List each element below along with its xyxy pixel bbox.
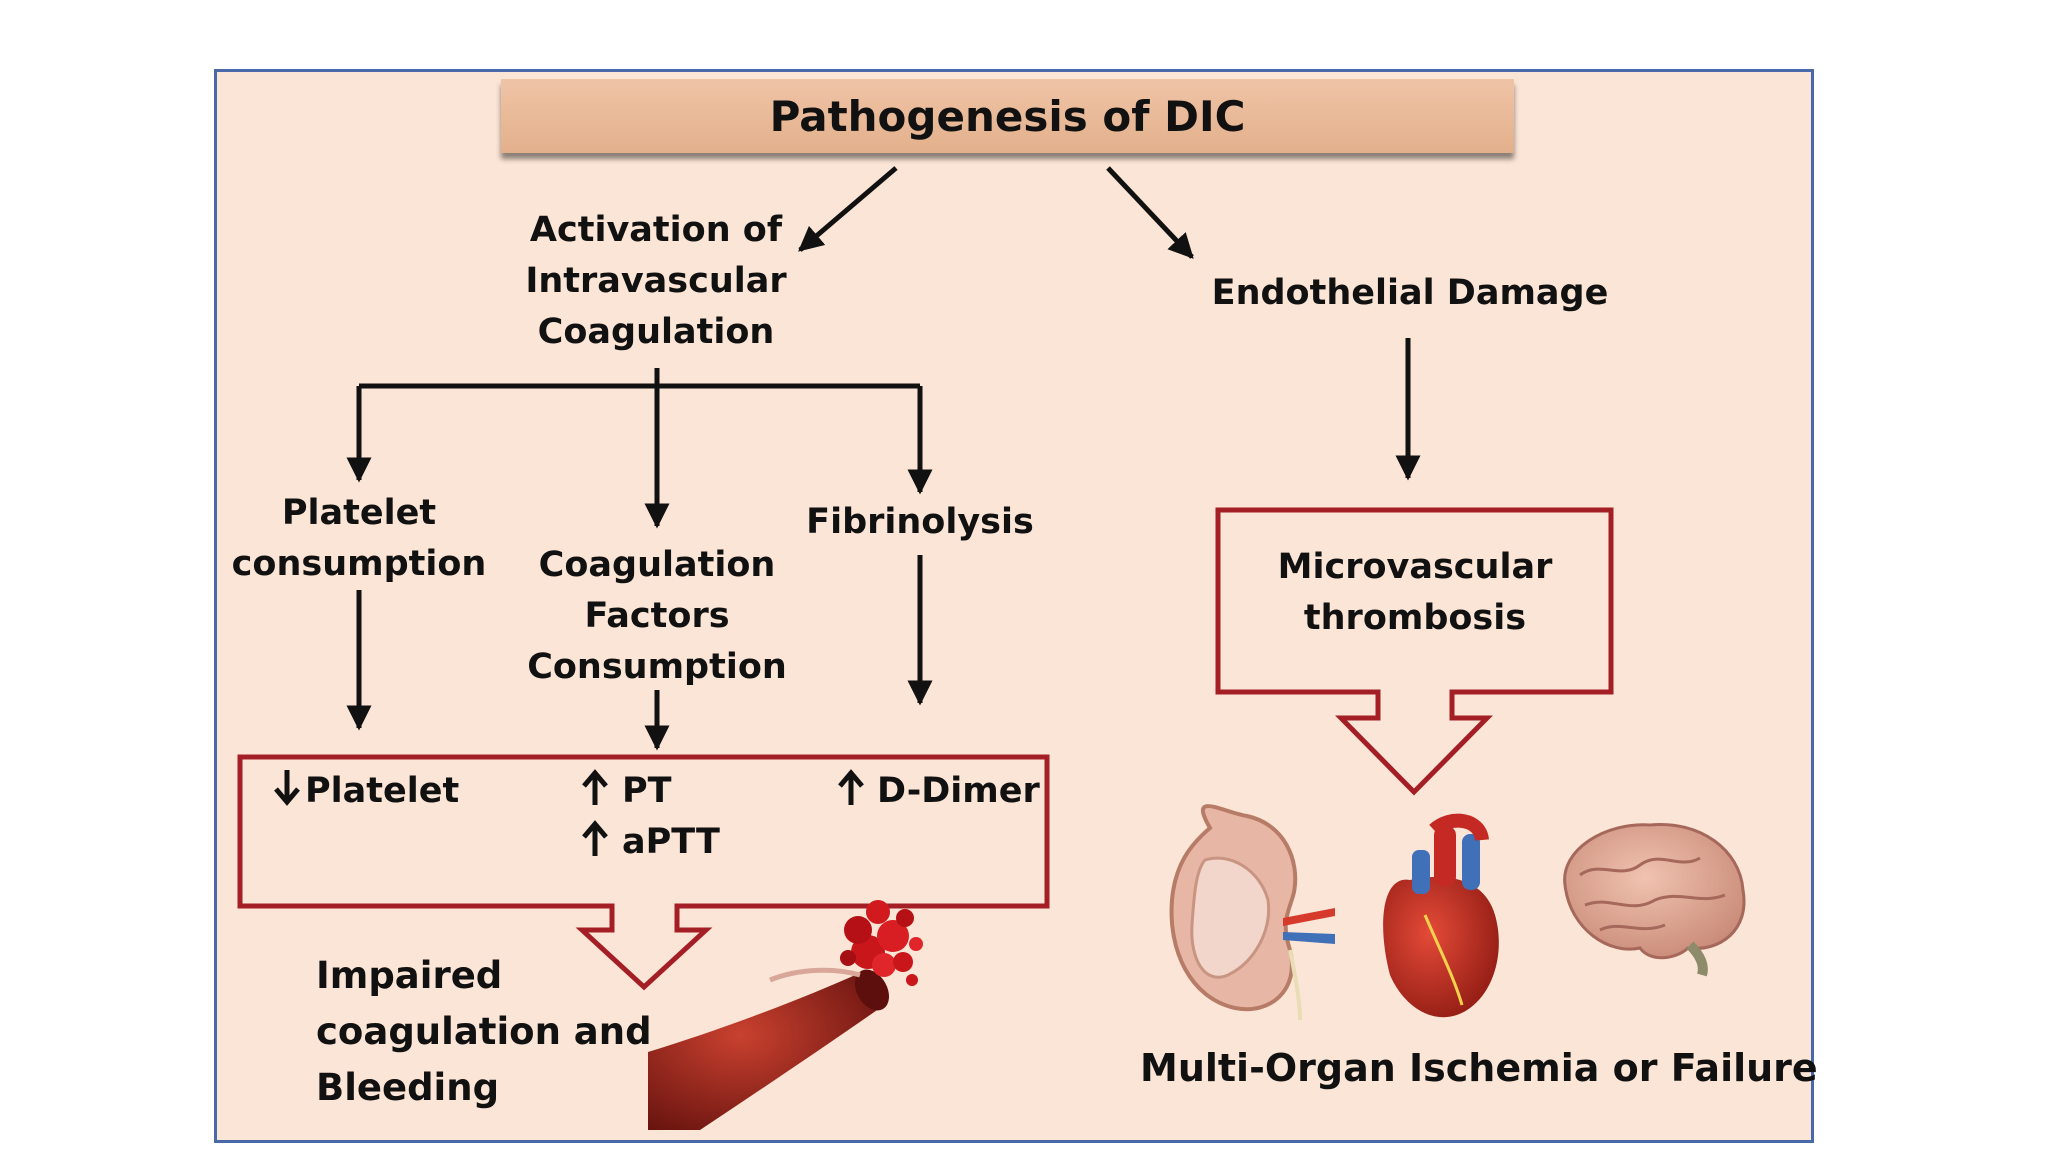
factor-consumption-node: Coagulation Factors Consumption	[527, 545, 787, 687]
heart-illustration	[1383, 813, 1499, 1018]
arrow-title-to-endothelial	[1106, 166, 1194, 259]
ruptured-vessel-illustration	[648, 900, 923, 1130]
arrow-title-to-activation	[798, 166, 898, 252]
pt-finding: PT	[622, 771, 672, 811]
up-arrow-icon	[582, 820, 608, 856]
up-arrow-icon	[582, 769, 608, 805]
fibrinolysis-node: Fibrinolysis	[806, 502, 1034, 542]
ddimer-finding: D-Dimer	[877, 771, 1040, 811]
activation-node: Activation of Intravascular Coagulation	[525, 210, 787, 352]
aptt-finding: aPTT	[622, 822, 720, 862]
kidney-illustration	[1169, 804, 1335, 1021]
organ-failure-node: Multi-Organ Ischemia or Failure	[1140, 1046, 1818, 1090]
endothelial-damage-node: Endothelial Damage	[1211, 273, 1609, 313]
up-arrow-icon	[838, 769, 864, 805]
down-arrow-icon	[274, 770, 300, 806]
microvascular-box	[1215, 507, 1614, 796]
bleeding-node: Impaired coagulation and Bleeding	[316, 954, 652, 1109]
platelet-consumption-node: Platelet consumption	[231, 493, 487, 584]
lab-findings-box	[237, 754, 1050, 991]
platelet-finding: Platelet	[305, 771, 460, 811]
brain-illustration	[1563, 822, 1746, 977]
title-bar: Pathogenesis of DIC	[501, 79, 1514, 153]
diagram-title: Pathogenesis of DIC	[769, 91, 1246, 141]
diagram-frame	[214, 69, 1814, 1143]
microvascular-thrombosis-node: Microvascular thrombosis	[1277, 547, 1553, 638]
